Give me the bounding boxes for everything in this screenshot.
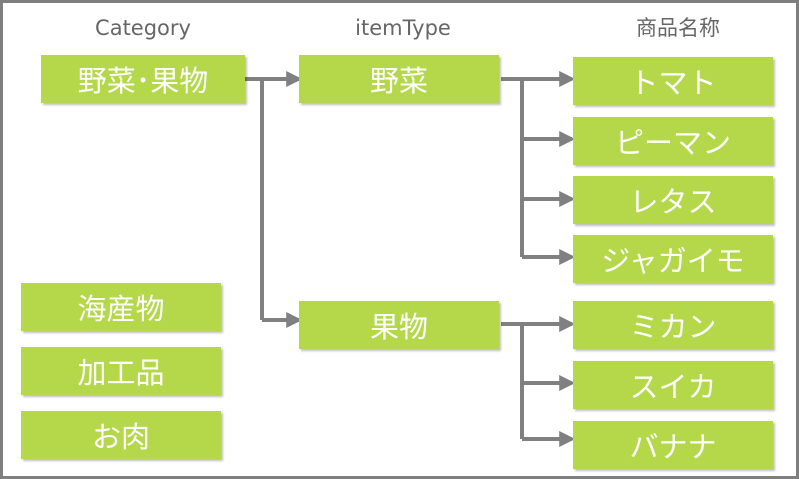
category-box-vegetables-fruits: 野菜･果物 (41, 55, 245, 103)
product-box-lettuce: レタス (573, 176, 773, 224)
category-box-meat: お肉 (21, 411, 221, 459)
item-type-box-fruits: 果物 (299, 301, 499, 349)
product-box-watermelon: スイカ (573, 361, 773, 409)
product-box-banana: バナナ (573, 421, 773, 469)
header-product-name: 商品名称 (636, 16, 720, 40)
product-box-green-pepper: ピーマン (573, 117, 773, 165)
header-category: Category (95, 16, 191, 40)
connector-lines (245, 71, 576, 447)
category-box-seafood: 海産物 (21, 283, 221, 331)
product-box-tomato: トマト (573, 57, 773, 105)
item-type-box-vegetables: 野菜 (299, 55, 499, 103)
category-box-processed-food: 加工品 (21, 347, 221, 395)
product-box-potato: ジャガイモ (573, 235, 773, 283)
header-item-type: itemType (355, 16, 451, 40)
product-box-mikan: ミカン (573, 301, 773, 349)
